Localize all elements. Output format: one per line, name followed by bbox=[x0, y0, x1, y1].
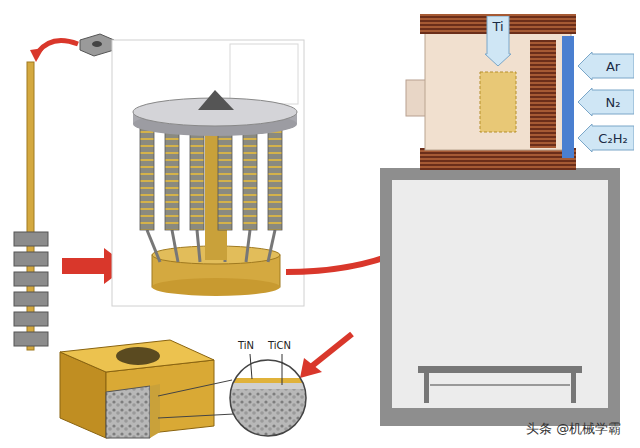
watermark: 头条 @机械学霸 bbox=[526, 420, 621, 438]
gas-label: C₂H₂ bbox=[598, 131, 627, 146]
layer-label: TiN bbox=[238, 340, 254, 351]
gas-arrow: N₂ bbox=[578, 88, 634, 116]
gas-arrow: Ar bbox=[578, 52, 634, 80]
gas-label: Ar bbox=[606, 59, 620, 74]
gas-arrow: Ti bbox=[485, 16, 511, 66]
gas-label: N₂ bbox=[606, 95, 621, 110]
layer-label: TiCN bbox=[268, 340, 291, 351]
gas-arrow: C₂H₂ bbox=[578, 124, 634, 152]
gas-label: Ti bbox=[492, 19, 503, 34]
